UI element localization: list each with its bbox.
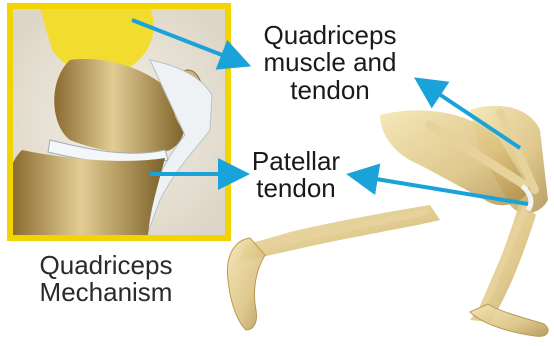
caption-line-2: Mechanism bbox=[6, 279, 206, 306]
diagram-caption: Quadriceps Mechanism bbox=[6, 252, 206, 307]
running-legs bbox=[227, 106, 548, 337]
patellar-label-line-1: Patellar bbox=[232, 148, 360, 175]
quadriceps-label-line-2: muscle and bbox=[232, 49, 428, 76]
knee-inset bbox=[10, 6, 228, 238]
tibia-bone bbox=[12, 150, 165, 236]
patellar-label-line-2: tendon bbox=[232, 175, 360, 202]
quadriceps-label: Quadriceps muscle and tendon bbox=[232, 22, 428, 104]
quadriceps-label-line-1: Quadriceps bbox=[232, 22, 428, 49]
patellar-label: Patellar tendon bbox=[232, 148, 360, 203]
caption-line-1: Quadriceps bbox=[6, 252, 206, 279]
quadriceps-label-line-3: tendon bbox=[232, 77, 428, 104]
